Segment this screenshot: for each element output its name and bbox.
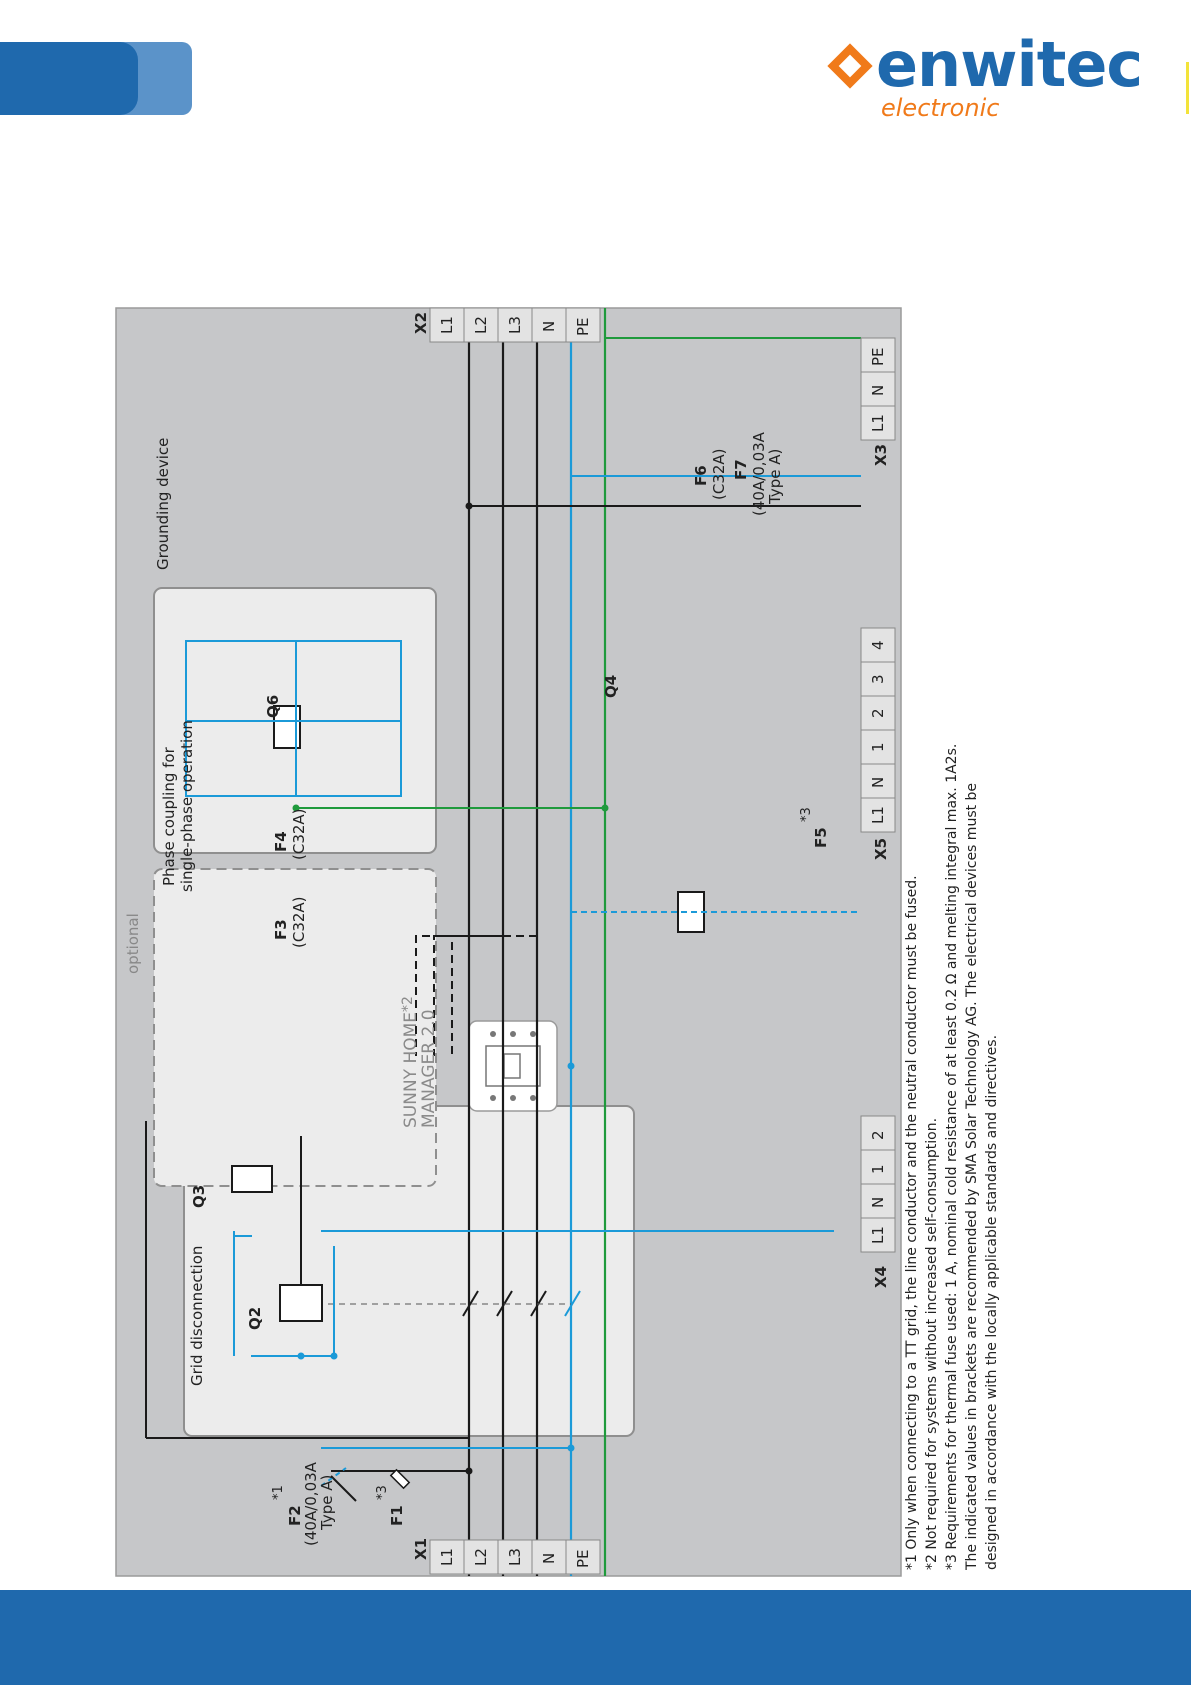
f3-label: F3 xyxy=(272,919,290,940)
f2-type: Type A) xyxy=(318,1475,336,1531)
x2-pin-5: PE xyxy=(574,317,592,336)
x1-pin-4: N xyxy=(540,1553,558,1564)
q6-coil xyxy=(273,705,301,749)
logo-tagline: electronic xyxy=(881,94,1000,122)
x5-pin-2: N xyxy=(869,777,887,788)
f7-rating: (40A/0,03A xyxy=(750,431,768,516)
x2-pin-4: N xyxy=(540,321,558,332)
footnote-2: *2 Not required for systems without incr… xyxy=(924,1118,940,1570)
x2-label: X2 xyxy=(412,312,430,334)
footnotes: *1 Only when connecting to a TT grid, th… xyxy=(904,744,980,1571)
f2-rating: (40A/0,03A xyxy=(302,1461,320,1546)
f1-fuse xyxy=(389,1468,411,1490)
edge-mark xyxy=(1186,62,1189,114)
x5-label: X5 xyxy=(872,838,890,860)
logo-diamond-icon xyxy=(827,43,873,89)
terminal-block-x1 xyxy=(429,1539,601,1575)
meter-label-2: MANAGER 2.0 xyxy=(419,1009,439,1128)
header-tab xyxy=(0,42,192,115)
footer-bar xyxy=(0,1590,1191,1685)
terminal-block-x2 xyxy=(429,307,601,343)
x1-pin-3: L3 xyxy=(506,1548,524,1566)
f6-rating: (C32A) xyxy=(710,448,728,500)
x5-pin-1: L1 xyxy=(869,806,887,824)
x3-pin-1: L1 xyxy=(869,414,887,432)
x3-pin-2: N xyxy=(869,385,887,396)
x4-label: X4 xyxy=(872,1266,890,1288)
x5-pin-5: 3 xyxy=(869,674,887,684)
x4-pin-1: L1 xyxy=(869,1226,887,1244)
x1-pin-1: L1 xyxy=(438,1548,456,1566)
footnote-4: The indicated values in brackets are rec… xyxy=(964,783,980,1571)
x3-pin-3: PE xyxy=(869,347,887,366)
f7-label: F7 xyxy=(732,459,750,480)
footnote-5: designed in accordance with the locally … xyxy=(984,1035,1000,1570)
f6-label: F6 xyxy=(692,465,710,486)
enwitec-logo: enwitec electronic xyxy=(826,28,1143,128)
terminal-block-x3 xyxy=(860,337,896,441)
f4-rating: (C32A) xyxy=(290,808,308,860)
f3-rating: (C32A) xyxy=(290,896,308,948)
f4-label: F4 xyxy=(272,831,290,852)
x2-pin-2: L2 xyxy=(472,316,490,334)
logo-name: enwitec xyxy=(876,28,1143,101)
f2-label: F2 xyxy=(286,1505,304,1526)
optional-label: optional xyxy=(124,913,142,974)
q6-label: Q6 xyxy=(264,695,282,718)
x2-pin-1: L1 xyxy=(438,316,456,334)
x3-label: X3 xyxy=(872,444,890,466)
x5-pin-3: 1 xyxy=(869,742,887,752)
f7-type: Type A) xyxy=(766,449,784,505)
phase-coupling-label-1: Phase coupling for xyxy=(160,746,178,886)
footnote-3: *3 Requirements for thermal fuse used: 1… xyxy=(944,744,960,1570)
footnote-last: designed in accordance with the locally … xyxy=(984,1035,1000,1570)
x1-pin-5: PE xyxy=(574,1549,592,1568)
phase-coupling-box xyxy=(153,868,437,1187)
x4-pin-4: 2 xyxy=(869,1130,887,1140)
f1-ref: *3 xyxy=(375,1485,390,1500)
meter-footnote-ref: *2 xyxy=(400,996,416,1012)
x2-pin-3: L3 xyxy=(506,316,524,334)
phase-coupling-label-2: single-phase operation xyxy=(178,720,196,892)
grounding-device-label: Grounding device xyxy=(154,438,172,570)
x5-pin-6: 4 xyxy=(869,640,887,650)
grid-disconnection-label: Grid disconnection xyxy=(188,1246,206,1386)
terminal-block-x4 xyxy=(860,1115,896,1253)
x1-label: X1 xyxy=(412,1538,430,1560)
f2-ref: *1 xyxy=(271,1485,286,1500)
x4-pin-3: 1 xyxy=(869,1164,887,1174)
f1-label: F1 xyxy=(388,1505,406,1526)
f5-label: F5 xyxy=(812,827,830,848)
x4-pin-2: N xyxy=(869,1197,887,1208)
x5-pin-4: 2 xyxy=(869,708,887,718)
q2-coil xyxy=(279,1284,323,1322)
q2-label: Q2 xyxy=(246,1307,264,1330)
meter-label-1: SUNNY HOME xyxy=(401,1012,421,1128)
terminal-block-x5 xyxy=(860,627,896,833)
x1-pin-2: L2 xyxy=(472,1548,490,1566)
footnote-1: *1 Only when connecting to a TT grid, th… xyxy=(904,875,920,1570)
q4-label: Q4 xyxy=(602,675,620,698)
wiring-diagram: X1 X2 X3 X4 X5 L1 L2 L3 N PE L1 L2 L3 N … xyxy=(115,307,1036,1587)
f5-ref: *3 xyxy=(799,807,814,822)
q3-coil xyxy=(231,1165,273,1193)
q3-label: Q3 xyxy=(190,1185,208,1208)
